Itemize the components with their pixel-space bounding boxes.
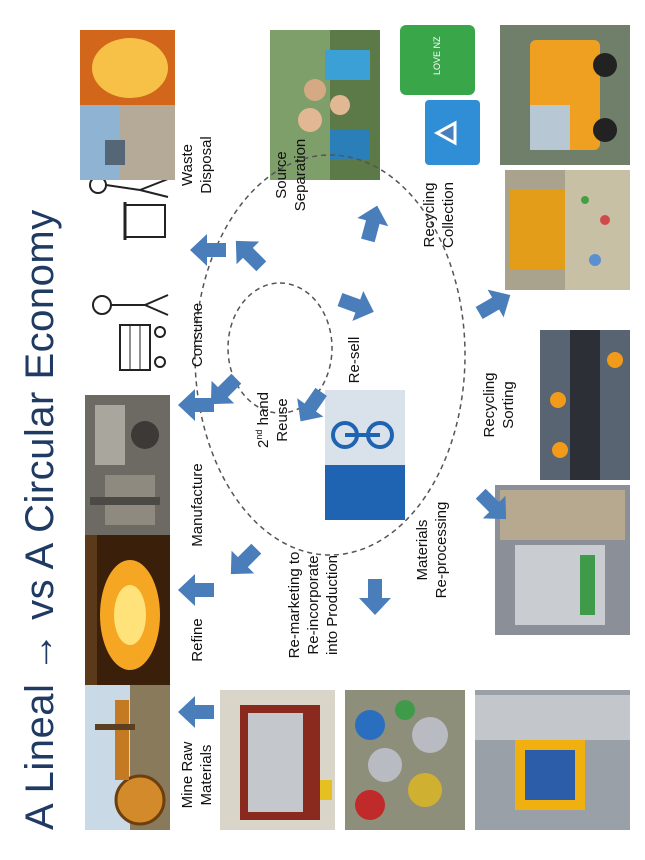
mining-photo <box>85 685 170 830</box>
outer-dashed-circle <box>194 154 466 556</box>
dumping-truck-image <box>505 170 630 290</box>
baler-photo <box>475 690 630 830</box>
reprocessing-plant-image <box>495 485 630 635</box>
manufacture-image <box>85 395 170 535</box>
bike-sign-photo <box>325 390 405 520</box>
sorting-photo <box>540 330 630 480</box>
label-recycling-collection: Recycling Collection <box>421 182 457 248</box>
shopping-sketch <box>80 270 175 390</box>
recycling-truck-image <box>500 25 630 165</box>
label-refine: Refine <box>189 618 206 662</box>
label-materials-reprocessing: Materials Re-processing <box>414 501 450 599</box>
arrow-sorting-to-reprocessing <box>475 488 507 520</box>
sorting-line-image <box>540 330 630 480</box>
label-mine-raw-materials: Mine Raw Materials <box>179 741 215 809</box>
label-second-hand-reuse: 2nd hand Reuse <box>254 392 291 448</box>
arrow-source-to-collection <box>357 205 389 243</box>
label-recycling-sorting: Recycling Sorting <box>481 372 517 438</box>
truck-photo <box>500 25 630 165</box>
arrow-collection-to-sorting <box>475 289 511 320</box>
label-manufacture: Manufacture <box>189 463 206 547</box>
bin-brand-text: LOVE NZ <box>432 36 442 75</box>
dumpster-image <box>220 690 335 830</box>
crushed-cans-image <box>345 690 465 830</box>
family-image <box>270 30 380 180</box>
arrow-reprocessing-to-remarketing <box>359 579 391 615</box>
family-photo <box>270 30 380 180</box>
baler-machine-image <box>475 690 630 830</box>
arrow-manufacture-to-consume <box>178 389 214 421</box>
landfill-image <box>80 30 175 180</box>
bins-photo: LOVE NZ <box>395 20 490 170</box>
refine-photo <box>85 535 170 685</box>
mining-image <box>85 685 170 830</box>
dumping-photo <box>505 170 630 290</box>
arrow-reuse-to-consume <box>210 373 242 405</box>
label-remarketing: Re-marketing to Re-incorporate into Prod… <box>286 551 341 659</box>
cans-photo <box>345 690 465 830</box>
inner-dashed-circle <box>227 282 333 414</box>
arrow-refine-to-manufacture <box>178 574 214 606</box>
dumpster-photo <box>220 690 335 830</box>
arrow-consume-to-source <box>235 240 267 272</box>
arrow-remarketing-to-manufacture <box>230 543 262 575</box>
arrow-resell-to-reuse <box>297 387 327 422</box>
refine-image <box>85 535 170 685</box>
arrow-source-to-resell <box>337 290 374 322</box>
label-resell: Re-sell <box>346 336 363 384</box>
arrow-mine-to-refine <box>178 696 214 728</box>
recycling-bins-image: LOVE NZ <box>395 20 490 170</box>
manufacture-photo <box>85 395 170 535</box>
label-consume: Consume <box>189 302 206 368</box>
label-source-separation: Source Separation <box>273 138 309 212</box>
reprocessing-photo <box>495 485 630 635</box>
landfill-photo <box>80 30 175 180</box>
shopper-icon <box>80 270 175 390</box>
bike-sign-image <box>325 390 405 520</box>
label-waste-disposal: Waste Disposal <box>179 136 215 194</box>
arrow-consume-to-waste <box>190 234 226 266</box>
